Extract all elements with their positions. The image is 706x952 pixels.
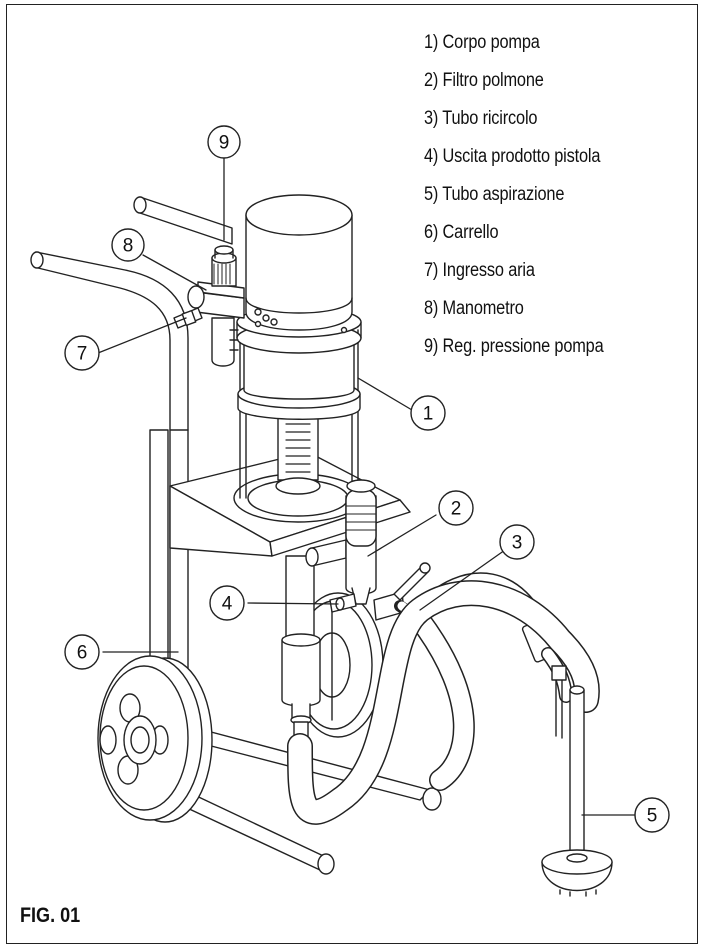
legend-item: 6) Carrello [424,222,499,243]
callout-6-label: 6 [77,643,88,664]
figure-label: FIG. 01 [20,904,81,927]
legend-item: 5) Tubo aspirazione [424,184,565,205]
callout-1-label: 1 [423,404,434,425]
legend-item: 3) Tubo ricircolo [424,108,538,129]
figure-frame [6,4,698,944]
filter-bowl [305,479,431,621]
callout-3 [499,524,535,560]
callout-9 [207,125,241,159]
parts-legend: 1) Corpo pompa 2) Filtro polmone 3) Tubo… [424,33,633,375]
pump-lower-tube [281,555,321,746]
callout-8-label: 8 [123,236,134,257]
support-plate [169,451,411,557]
callout-6 [64,634,100,670]
legend-item: 7) Ingresso aria [424,260,535,281]
callout-8 [111,228,145,262]
legend-item: 1) Corpo pompa [424,32,540,53]
legend-item: 9) Reg. pressione pompa [424,336,604,357]
callout-9-label: 9 [219,133,230,154]
air-regulator [173,245,245,367]
front-wheel [97,655,213,823]
callouts [92,156,656,816]
callout-5-label: 5 [647,806,658,827]
callout-2 [438,490,474,526]
suction-hose [287,580,613,897]
pump-body [236,194,362,499]
callout-5 [634,797,670,833]
callout-7-label: 7 [77,344,88,365]
callout-1 [410,395,446,431]
callout-3-label: 3 [512,533,523,554]
callout-7 [64,335,100,371]
callout-4 [209,585,245,621]
callout-4-label: 4 [222,594,233,615]
legend-item: 2) Filtro polmone [424,70,544,91]
legend-item: 8) Manometro [424,298,524,319]
callout-2-label: 2 [451,499,462,520]
legend-item: 4) Uscita prodotto pistola [424,146,601,167]
